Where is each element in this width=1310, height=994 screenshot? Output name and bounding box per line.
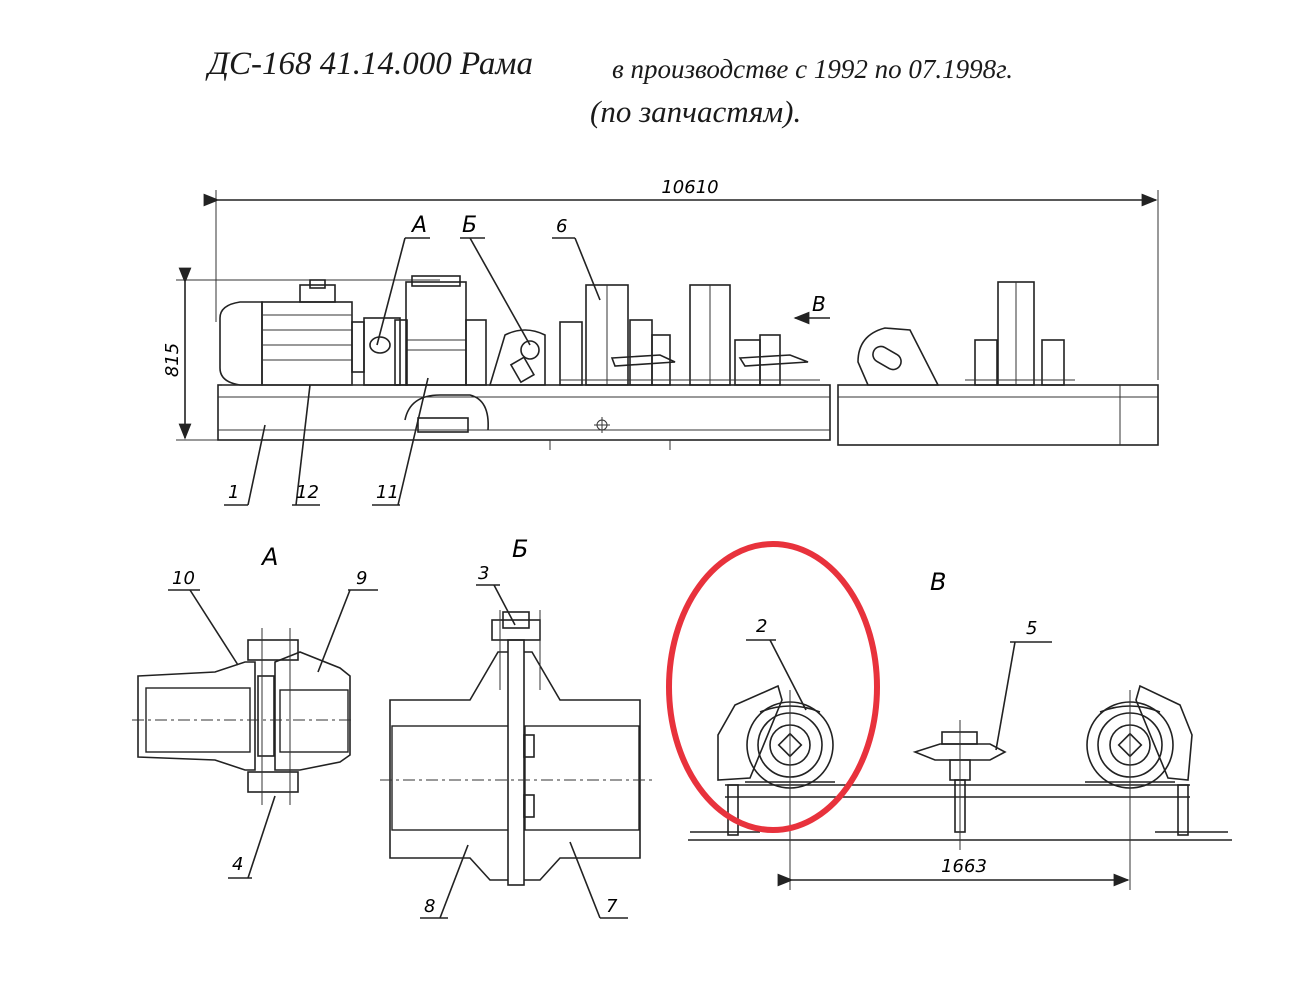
callout-a: А — [376, 213, 430, 346]
roller-right — [1085, 684, 1193, 890]
callout-b-label: Б — [462, 213, 477, 238]
view-v-title: В — [930, 568, 946, 596]
leader-11: 11 — [372, 377, 429, 506]
height-dimension-label: 815 — [162, 343, 183, 377]
detail-view-a: А 10 9 4 — [132, 543, 378, 879]
callout-v-label: В — [812, 292, 826, 316]
gearbox — [394, 275, 487, 386]
leader-1: 1 — [224, 424, 266, 506]
length-dimension-label: 10610 — [661, 177, 718, 198]
leader-12-label: 12 — [296, 482, 319, 503]
leader-9-label: 9 — [356, 568, 367, 589]
leader-2-label: 2 — [756, 616, 767, 637]
detail-view-b: Б 3 8 7 — [380, 535, 655, 919]
roller-left — [717, 684, 835, 850]
leader-5-label: 5 — [1026, 618, 1037, 639]
view-a-title: А — [260, 543, 278, 571]
span-dimension-label: 1663 — [941, 856, 987, 877]
leader-3-label: 3 — [478, 563, 489, 584]
middle-support — [912, 720, 1007, 850]
callout-a-label: А — [410, 213, 427, 238]
length-dimension: 10610 — [203, 177, 1159, 380]
view-b-title: Б — [512, 535, 528, 563]
drawing-title: ДС-168 41.14.000 Рама — [208, 46, 533, 82]
electric-motor — [219, 279, 400, 386]
leader-7-label: 7 — [606, 896, 618, 917]
leader-8-label: 8 — [424, 896, 435, 917]
leader-1-label: 1 — [228, 482, 239, 503]
title-note: (по запчастям). — [590, 94, 802, 129]
leader-4-label: 4 — [232, 854, 243, 875]
detail-view-v: В — [666, 541, 1232, 890]
highlight-ellipse — [666, 541, 880, 833]
leader-12: 12 — [292, 384, 320, 506]
production-period: в производстве с 1992 по 07.1998г. — [612, 54, 1014, 84]
leader-11-label: 11 — [376, 482, 399, 503]
main-side-view: 10610 815 — [162, 177, 1159, 506]
leader-10-label: 10 — [172, 568, 195, 589]
leader-6: 6 — [552, 216, 601, 301]
leader-6-label: 6 — [556, 216, 567, 237]
callout-b: Б — [460, 213, 531, 346]
